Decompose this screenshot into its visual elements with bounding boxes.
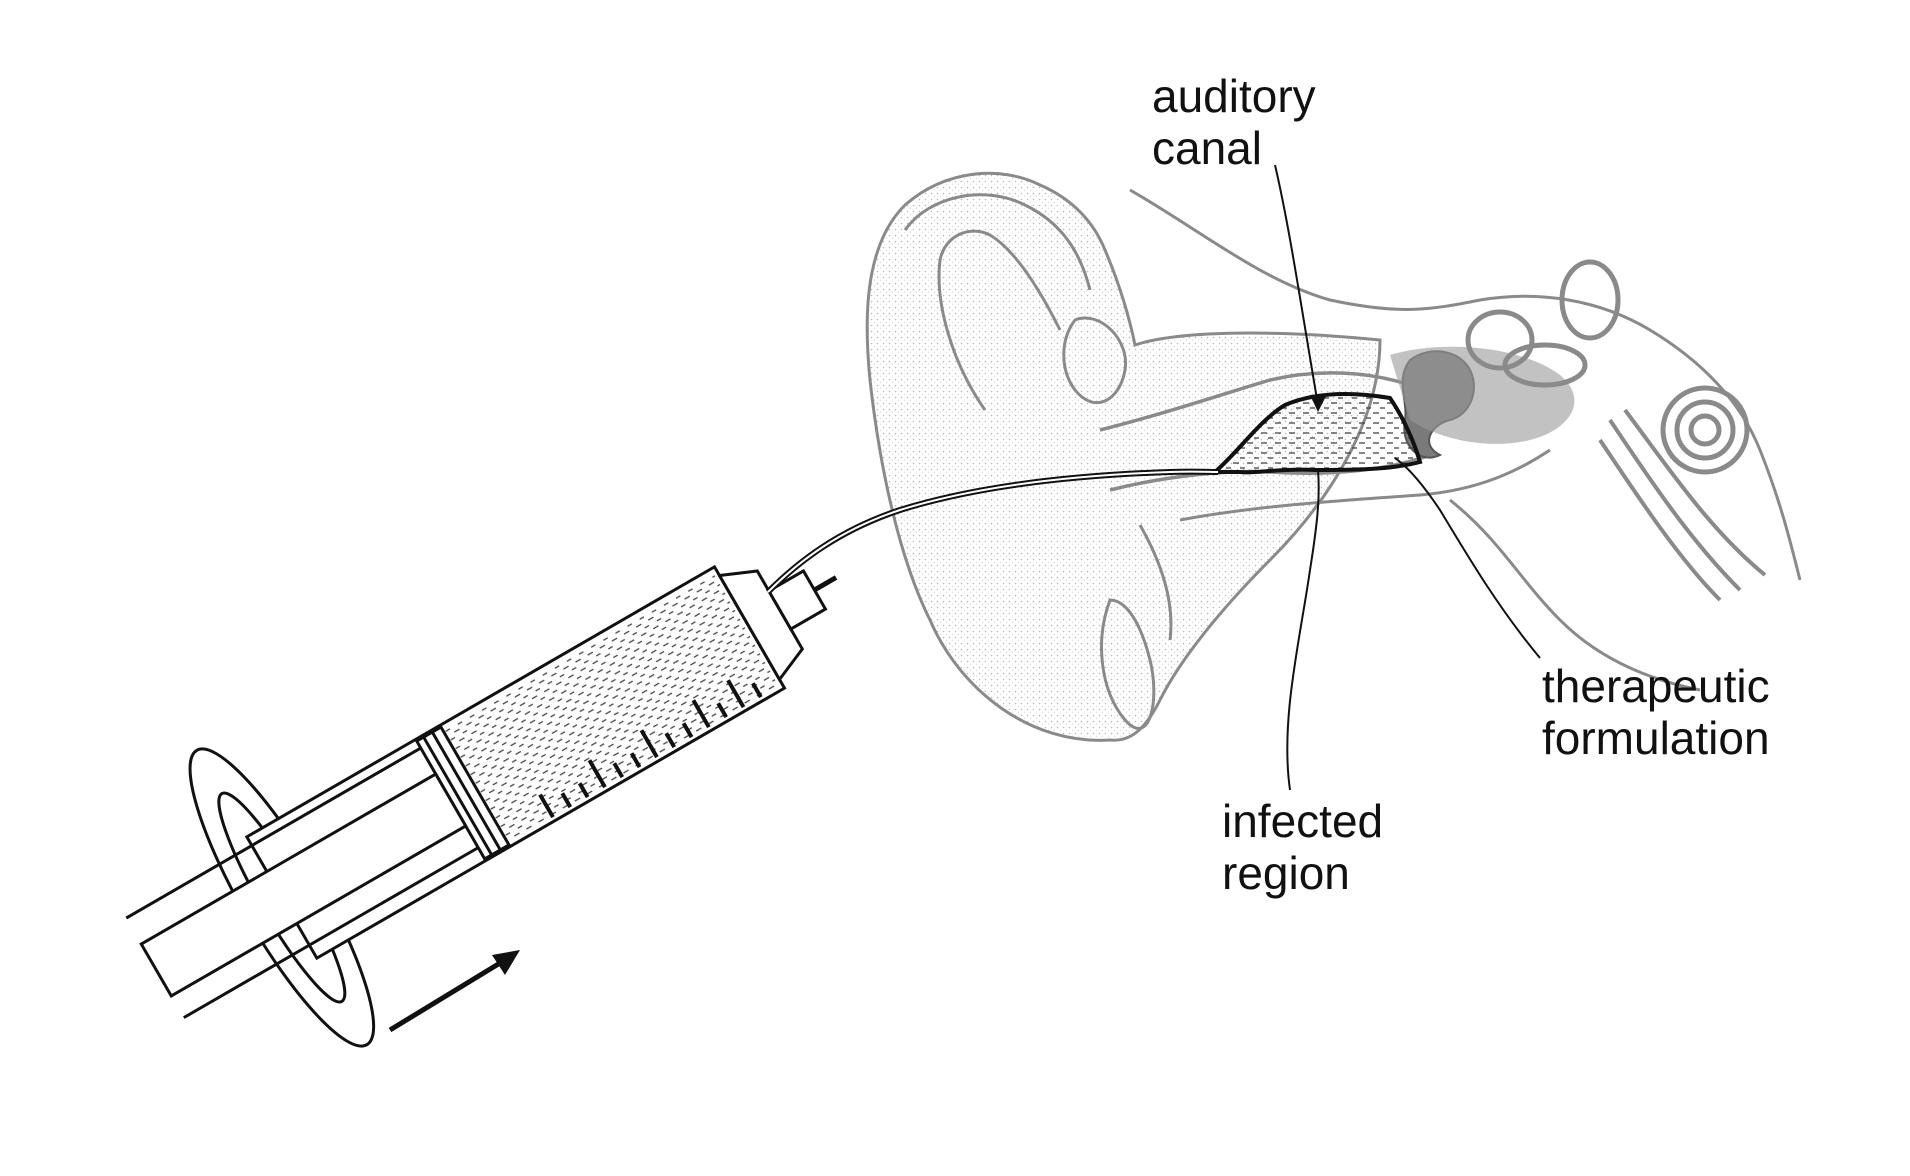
label-auditory-canal: auditory canal — [1152, 70, 1316, 174]
auditory-nerve-2 — [1625, 410, 1765, 575]
syringe-fluid — [439, 572, 779, 844]
label-therapeutic-formulation-line2: formulation — [1542, 712, 1770, 764]
label-therapeutic-formulation-line1: therapeutic — [1542, 660, 1770, 712]
label-therapeutic-formulation: therapeutic formulation — [1542, 660, 1770, 764]
label-infected-region-line1: infected — [1222, 795, 1383, 847]
auditory-nerve-3 — [1600, 440, 1720, 600]
cochlea-inner — [1691, 416, 1719, 444]
push-direction-arrow — [390, 950, 520, 1030]
label-infected-region-line2: region — [1222, 847, 1383, 899]
auditory-nerve-1 — [1610, 420, 1740, 590]
cochlea-middle — [1677, 402, 1733, 458]
label-auditory-canal-line2: canal — [1152, 122, 1316, 174]
label-infected-region: infected region — [1222, 795, 1383, 899]
label-auditory-canal-line1: auditory — [1152, 70, 1316, 122]
syringe — [71, 430, 921, 1117]
